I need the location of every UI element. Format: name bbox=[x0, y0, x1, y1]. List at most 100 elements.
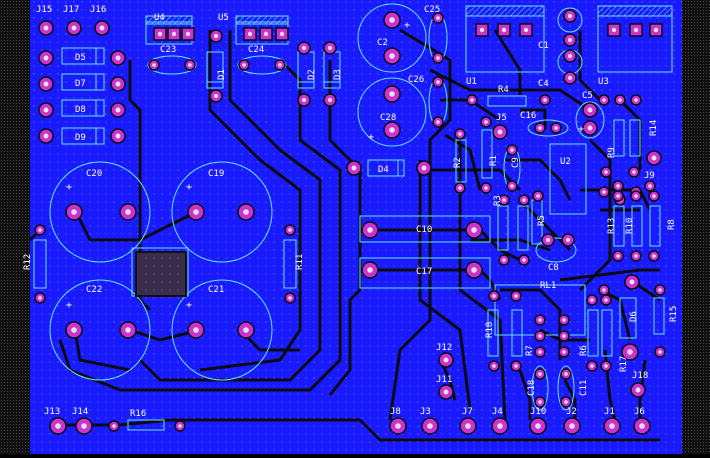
drill-hole bbox=[627, 349, 633, 355]
label-j15: J15 bbox=[36, 5, 52, 15]
drill-hole bbox=[115, 55, 121, 61]
label-c21: C21 bbox=[208, 285, 224, 295]
label-d1: D1 bbox=[217, 69, 227, 80]
drill-hole bbox=[652, 194, 656, 198]
label-d9: D9 bbox=[75, 133, 86, 143]
drill-hole bbox=[470, 98, 474, 102]
drill-hole bbox=[545, 237, 551, 243]
drill-hole bbox=[523, 27, 529, 33]
drill-hole bbox=[327, 45, 333, 51]
label-c2: C2 bbox=[377, 38, 388, 48]
drill-hole bbox=[629, 279, 635, 285]
drill-hole bbox=[389, 91, 395, 97]
label-r2: R2 bbox=[453, 157, 463, 168]
drill-hole bbox=[616, 254, 620, 258]
drill-hole bbox=[604, 170, 608, 174]
drill-hole bbox=[389, 53, 395, 59]
label-d8: D8 bbox=[75, 105, 86, 115]
drill-hole bbox=[538, 350, 542, 354]
drill-hole bbox=[562, 318, 566, 322]
label-r18: R18 bbox=[485, 322, 495, 338]
drill-hole bbox=[301, 45, 307, 51]
drill-hole bbox=[502, 258, 506, 262]
drill-hole bbox=[247, 31, 253, 37]
label-c11: C11 bbox=[579, 380, 589, 396]
drill-hole bbox=[243, 209, 249, 215]
label-u2: U2 bbox=[560, 157, 571, 167]
drill-hole bbox=[587, 107, 593, 113]
label-j16: J16 bbox=[90, 5, 106, 15]
label-u5: U5 bbox=[218, 13, 229, 23]
label-d2: D2 bbox=[307, 69, 317, 80]
drill-hole bbox=[55, 423, 61, 429]
label-c16: C16 bbox=[520, 111, 536, 121]
label-rl1: RL1 bbox=[540, 281, 556, 291]
drill-hole bbox=[653, 27, 659, 33]
drill-hole bbox=[616, 194, 620, 198]
c22-outline bbox=[49, 279, 151, 381]
label-r16: R16 bbox=[130, 409, 146, 419]
drill-hole bbox=[564, 372, 568, 376]
drill-hole bbox=[604, 298, 608, 302]
drill-hole bbox=[590, 298, 594, 302]
label-j6: J6 bbox=[634, 407, 645, 417]
drill-hole bbox=[616, 184, 620, 188]
drill-hole bbox=[395, 423, 401, 429]
drill-hole bbox=[436, 80, 440, 84]
drill-hole bbox=[602, 190, 606, 194]
label-c4: C4 bbox=[538, 79, 549, 89]
drill-hole bbox=[458, 186, 462, 190]
drill-hole bbox=[633, 27, 639, 33]
drill-hole bbox=[213, 93, 219, 99]
drill-hole bbox=[562, 350, 566, 354]
drill-hole bbox=[367, 267, 373, 273]
drill-hole bbox=[178, 424, 182, 428]
label-j13: J13 bbox=[44, 407, 60, 417]
c19-outline bbox=[171, 161, 273, 263]
drill-hole bbox=[502, 198, 506, 202]
drill-hole bbox=[243, 327, 249, 333]
drill-hole bbox=[436, 16, 440, 20]
drill-hole bbox=[538, 334, 542, 338]
drill-hole bbox=[367, 227, 373, 233]
board-edge-right bbox=[682, 0, 710, 454]
label-c17: C17 bbox=[416, 267, 432, 277]
drill-hole bbox=[38, 296, 42, 300]
label-u3: U3 bbox=[598, 77, 609, 87]
drill-hole bbox=[514, 364, 518, 368]
drill-hole bbox=[567, 37, 573, 43]
drill-hole bbox=[602, 98, 606, 102]
drill-hole bbox=[611, 27, 617, 33]
drill-hole bbox=[652, 254, 656, 258]
drill-hole bbox=[43, 55, 49, 61]
drill-hole bbox=[351, 165, 357, 171]
label-r13: R13 bbox=[607, 218, 617, 234]
label-c20: C20 bbox=[86, 169, 102, 179]
drill-hole bbox=[535, 423, 541, 429]
label-r12: R12 bbox=[23, 254, 33, 270]
board-edge-left bbox=[0, 0, 30, 454]
drill-hole bbox=[278, 63, 282, 67]
drill-hole bbox=[188, 63, 192, 67]
c21-outline bbox=[171, 279, 273, 381]
drill-hole bbox=[522, 198, 526, 202]
drill-hole bbox=[99, 25, 105, 31]
drill-hole bbox=[157, 31, 163, 37]
drill-hole bbox=[514, 294, 518, 298]
drill-hole bbox=[536, 194, 540, 198]
c2-outline bbox=[357, 3, 427, 73]
drill-hole bbox=[125, 209, 131, 215]
label-group: J15 J17 J16 U4 U5 C23 C24 C25 C2 C26 C28… bbox=[23, 5, 679, 419]
drill-hole bbox=[538, 400, 542, 404]
drill-hole bbox=[510, 148, 514, 152]
drill-hole bbox=[639, 423, 645, 429]
drill-hole bbox=[171, 31, 177, 37]
svg-text:+: + bbox=[66, 182, 72, 193]
label-j17: J17 bbox=[63, 5, 79, 15]
label-c5: C5 bbox=[582, 91, 593, 101]
label-j14: J14 bbox=[72, 407, 88, 417]
drill-hole bbox=[554, 126, 558, 130]
drill-hole bbox=[465, 423, 471, 429]
